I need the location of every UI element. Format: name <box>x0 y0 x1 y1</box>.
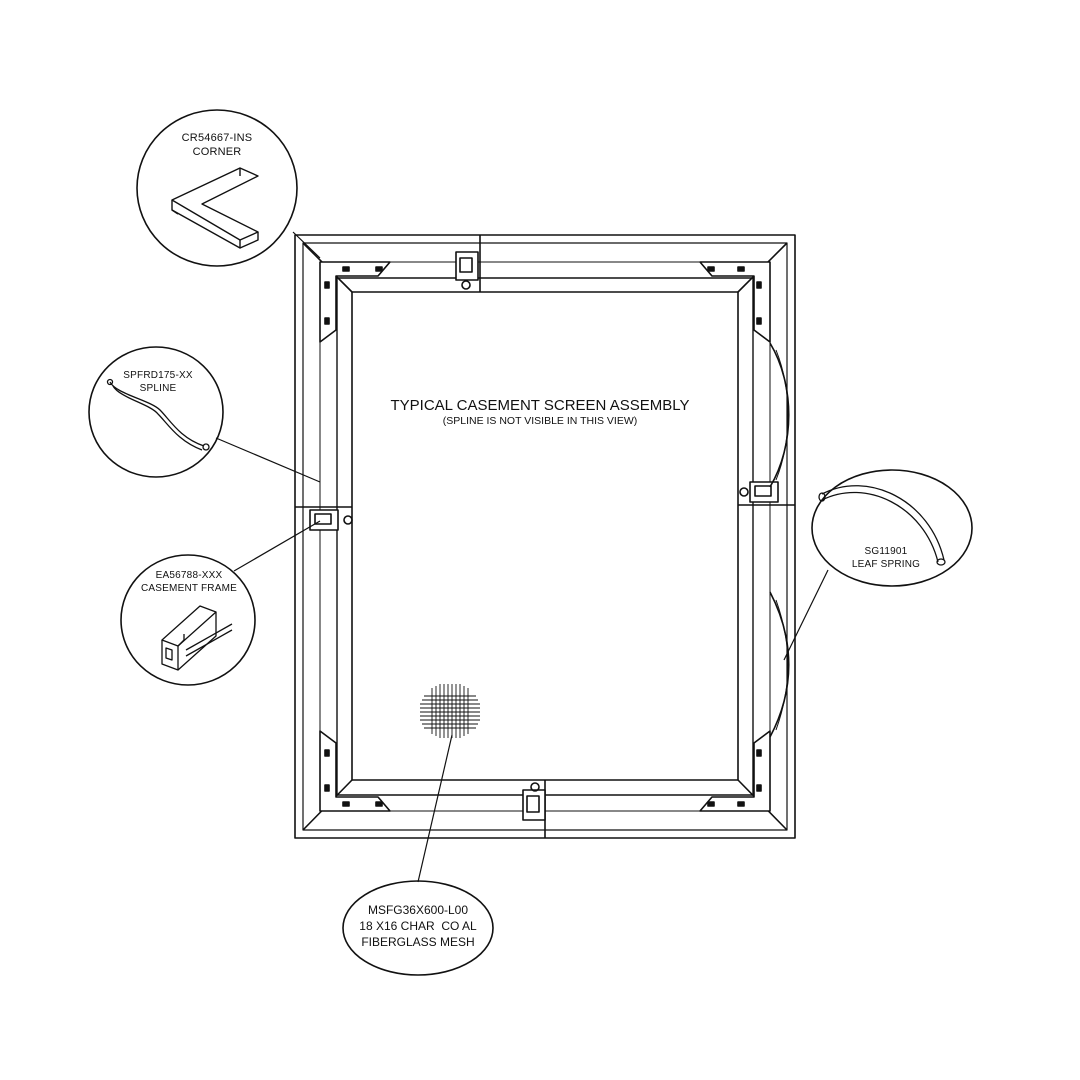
callout-circle-frame <box>120 554 256 686</box>
leaf-spring-illustration <box>818 485 946 566</box>
callout-mesh-label: MSFG36X600-L00 18 X16 CHAR CO AL FIBERGL… <box>343 902 493 950</box>
callout-circle-spline <box>88 346 224 478</box>
callout-spline-label: SPFRD175-XX SPLINE <box>106 369 210 395</box>
profile-joint-top <box>455 235 481 292</box>
callout-mesh-line3: FIBERGLASS MESH <box>361 935 475 949</box>
casement-frame-illustration <box>161 605 233 671</box>
callout-mesh-part: MSFG36X600-L00 <box>367 903 469 917</box>
leaf-spring-lower <box>769 591 790 738</box>
corner-insert-top-left <box>319 261 391 343</box>
callout-spline-name: SPLINE <box>139 383 177 394</box>
leader-mesh <box>417 734 453 883</box>
screen-frame <box>294 234 796 839</box>
callout-frame-part: EA56788-XXX <box>155 570 223 581</box>
callout-circle-leaf-spring <box>811 469 973 587</box>
callout-spline-part: SPFRD175-XX <box>123 370 193 381</box>
profile-joint-right <box>738 481 795 506</box>
leaf-spring-upper <box>769 342 790 488</box>
corner-insert-bottom-left <box>319 730 391 812</box>
leader-corner <box>292 231 321 259</box>
callout-frame-label: EA56788-XXX CASEMENT FRAME <box>131 569 247 595</box>
leader-frame <box>233 520 321 572</box>
callout-mesh-line2: 18 X16 CHAR CO AL <box>359 919 477 933</box>
callout-circle-corner <box>136 109 298 267</box>
spline-illustration <box>106 378 210 451</box>
diagram-subtitle: (SPLINE IS NOT VISIBLE IN THIS VIEW) <box>442 415 638 427</box>
callout-corner-part: CR54667-INS <box>181 132 253 144</box>
leader-spline <box>215 437 321 483</box>
corner-insert-bottom-right <box>699 730 771 812</box>
callout-leaf-spring-name: LEAF SPRING <box>851 559 921 570</box>
corner-part-illustration <box>171 167 259 249</box>
callout-corner-label: CR54667-INS CORNER <box>167 131 267 159</box>
callout-leaf-spring-part: SG11901 <box>864 546 908 557</box>
corner-insert-top-right <box>699 261 771 343</box>
profile-joint-left <box>295 506 353 531</box>
callout-corner-name: CORNER <box>192 146 242 158</box>
profile-joint-bottom <box>522 780 546 838</box>
diagram-title: TYPICAL CASEMENT SCREEN ASSEMBLY <box>390 397 690 414</box>
leader-leaf-spring <box>783 569 829 661</box>
mesh-swatch <box>420 684 480 738</box>
callout-leaf-spring-label: SG11901 LEAF SPRING <box>836 545 936 571</box>
callout-frame-name: CASEMENT FRAME <box>141 583 237 594</box>
